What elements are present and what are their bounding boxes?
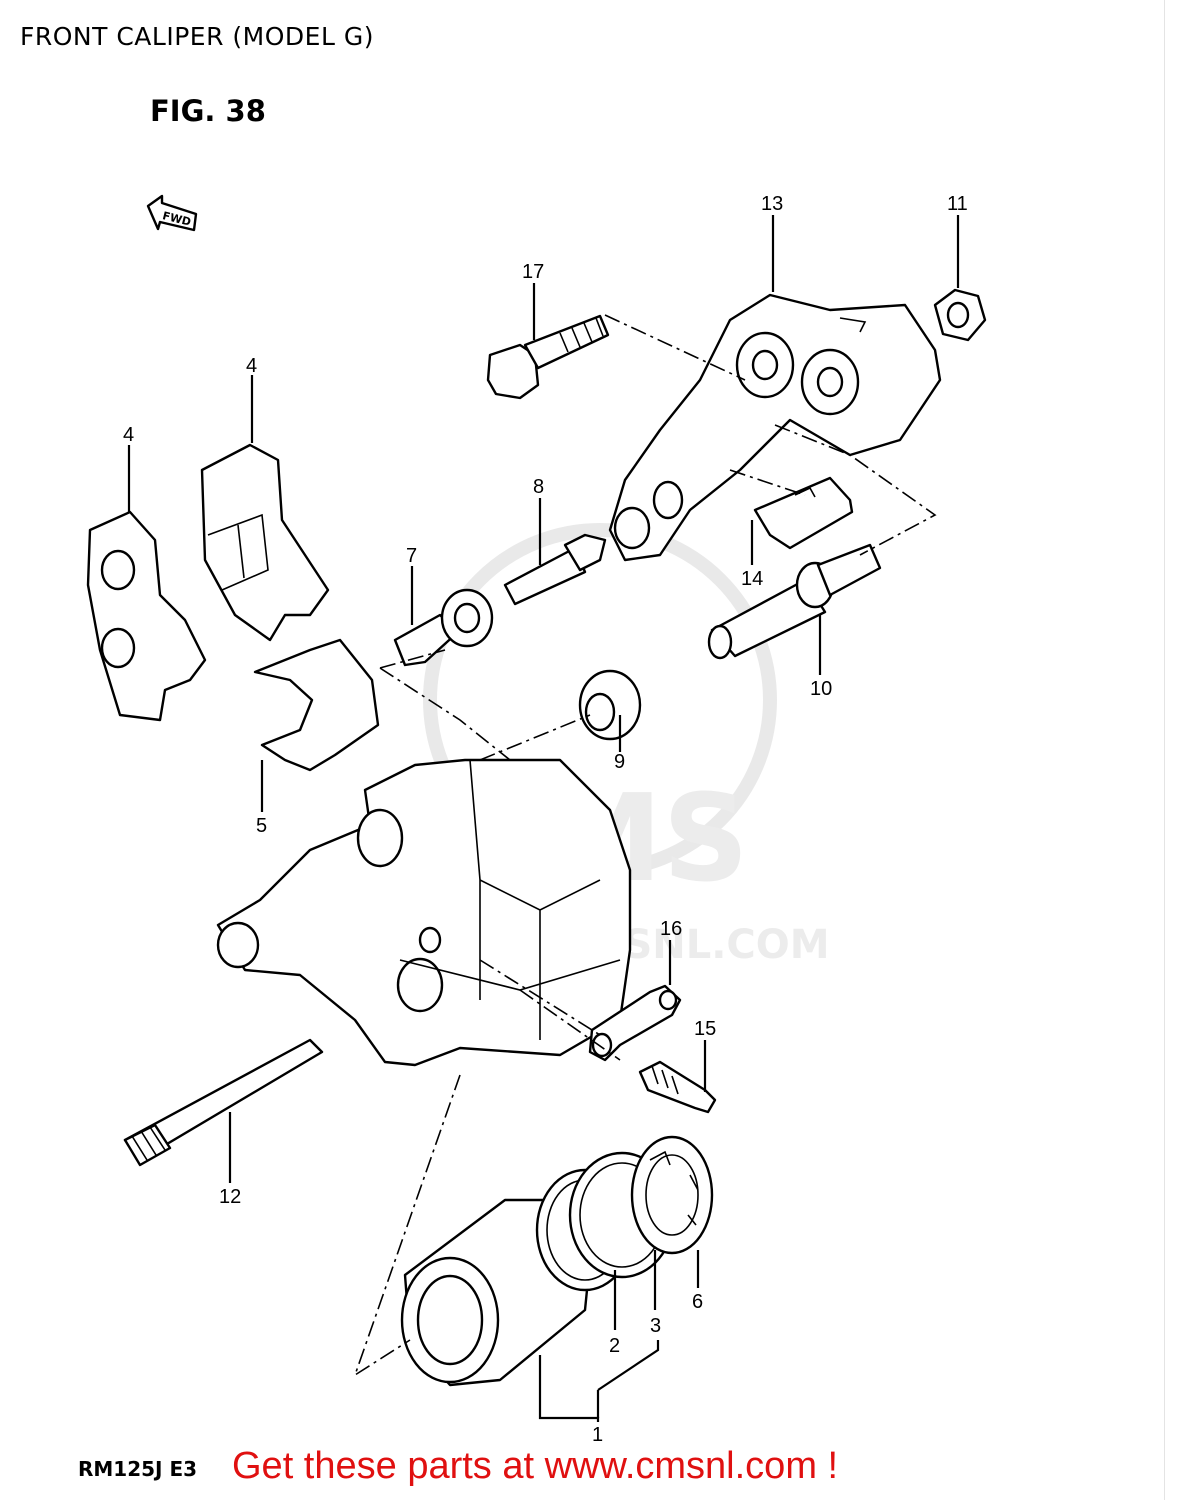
callout-13: 13 — [761, 193, 783, 215]
part-1-piston — [400, 1198, 592, 1387]
callout-6: 6 — [692, 1291, 703, 1313]
callout-9: 9 — [614, 751, 625, 773]
part-5-pad-spring — [253, 638, 380, 772]
callout-14: 14 — [741, 568, 763, 590]
part-13-caliper-bracket — [608, 293, 942, 562]
part-7-boot-pin — [393, 588, 494, 667]
callout-numbers: 13 11 17 4 4 8 7 14 10 9 5 16 15 12 6 2 … — [123, 193, 968, 1446]
callout-5: 5 — [256, 815, 267, 837]
part-17-bolt — [486, 314, 610, 400]
callout-16: 16 — [660, 918, 682, 940]
callout-8: 8 — [533, 476, 544, 498]
caliper-body — [216, 758, 632, 1067]
assembly-guide-lines — [353, 314, 937, 1377]
part-10-slide-pin — [707, 543, 882, 660]
part-11-nut — [933, 288, 987, 342]
part-9-boot — [578, 669, 642, 741]
buy-parts-link[interactable]: Get these parts at www.cmsnl.com ! — [232, 1445, 839, 1487]
part-4-pad-shim-outer — [86, 510, 207, 722]
part-6-retainer-ring — [630, 1135, 714, 1255]
callout-3: 3 — [650, 1315, 661, 1337]
callout-11: 11 — [947, 193, 968, 215]
callout-7: 7 — [406, 545, 417, 567]
callout-15: 15 — [694, 1018, 716, 1040]
part-16-bleeder-cap — [588, 984, 682, 1062]
model-code: RM125J E3 — [78, 1457, 198, 1481]
figure-label: FIG. 38 — [150, 94, 266, 128]
part-15-bleeder-valve — [638, 1060, 717, 1114]
part-8-pin — [503, 533, 607, 606]
callout-leaders — [127, 215, 960, 1422]
callout-10: 10 — [810, 678, 832, 700]
callout-4-shim: 4 — [123, 424, 134, 446]
page-title: FRONT CALIPER (MODEL G) — [20, 22, 374, 51]
callout-4-pad: 4 — [246, 355, 257, 377]
part-14-spring-clip — [753, 476, 854, 550]
part-12-pad-pin — [123, 1038, 324, 1167]
page-right-border — [1164, 0, 1179, 1500]
callout-12: 12 — [219, 1186, 241, 1208]
part-4-brake-pad — [200, 443, 330, 642]
callout-2: 2 — [609, 1335, 620, 1357]
callout-17: 17 — [522, 261, 544, 283]
callout-1: 1 — [592, 1424, 603, 1446]
fwd-arrow-icon: FWD — [146, 194, 198, 232]
